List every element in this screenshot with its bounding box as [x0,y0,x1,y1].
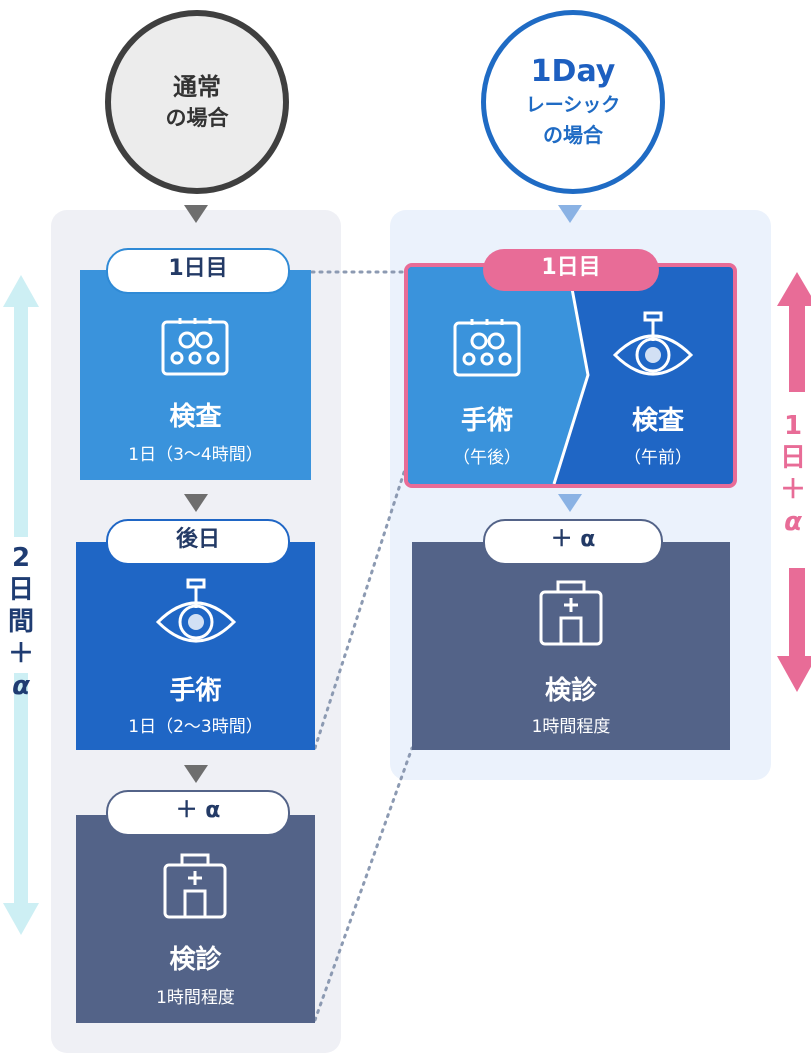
flow-arrow-icon [558,205,582,223]
laser-eye-icon [155,578,237,643]
normal-case-circle: 通常 の場合 [105,10,289,194]
oneday-case-name: レーシック [525,94,621,116]
oneday-day-tag: 1日目 [483,249,659,291]
duration-char: 日 [779,443,806,473]
oneday-combined-card: 手術 （午後） 検査 （午前） [404,263,737,488]
normal-surgery-tag: 後日 [106,519,290,565]
normal-checkup-sub: 1時間程度 [156,988,235,1008]
oneday-case-title: 1Day [530,54,616,89]
oneday-checkup-title: 検診 [544,676,597,706]
normal-case-title: 通常 [173,73,221,101]
normal-surgery-card: 手術 1日（2〜3時間） [76,542,315,750]
double-arrow-icon [3,275,39,935]
double-arrow-icon [777,272,811,692]
medical-building-icon [163,853,227,919]
normal-checkup-title: 検診 [169,945,222,975]
duration-char: 2 [11,543,31,573]
oneday-left-sub: （午後） [453,448,521,468]
normal-exam-tag: 1日目 [106,248,290,294]
flow-arrow-icon [558,494,582,512]
flow-arrow-icon [184,765,208,783]
normal-checkup-card: 検診 1時間程度 [76,815,315,1023]
oneday-checkup-card: 検診 1時間程度 [412,542,730,750]
duration-char: ＋ [7,639,34,669]
eye-chart-icon [453,319,521,377]
normal-checkup-tag: ＋ α [106,790,290,836]
normal-exam-sub: 1日（3〜4時間） [128,445,263,465]
flow-arrow-icon [184,205,208,223]
eye-chart-icon [161,318,229,376]
normal-exam-title: 検査 [169,402,222,432]
oneday-left-title: 手術 [460,406,513,436]
normal-surgery-sub: 1日（2〜3時間） [128,717,263,737]
oneday-case-subtitle: の場合 [543,123,603,147]
duration-char: 1 [783,411,803,441]
oneday-checkup-sub: 1時間程度 [531,717,611,737]
oneday-right-title: 検査 [631,406,684,436]
oneday-checkup-tag: ＋ α [483,519,663,565]
laser-eye-icon [612,311,694,376]
medical-building-icon [539,580,603,646]
normal-surgery-title: 手術 [169,676,222,706]
duration-char: 間 [7,607,34,637]
flow-arrow-icon [184,494,208,512]
normal-duration-label: 2 日 間 ＋ α [6,542,36,702]
duration-char: ＋ [779,475,806,505]
duration-char: α [784,507,802,537]
normal-case-subtitle: の場合 [165,106,229,130]
oneday-right-sub: （午前） [624,448,692,468]
duration-char: 日 [7,575,34,605]
oneday-duration-label: 1 日 ＋ α [778,410,808,538]
normal-exam-card: 検査 1日（3〜4時間） [80,270,311,480]
oneday-case-circle: 1Day レーシック の場合 [481,10,665,194]
duration-char: α [12,671,30,701]
